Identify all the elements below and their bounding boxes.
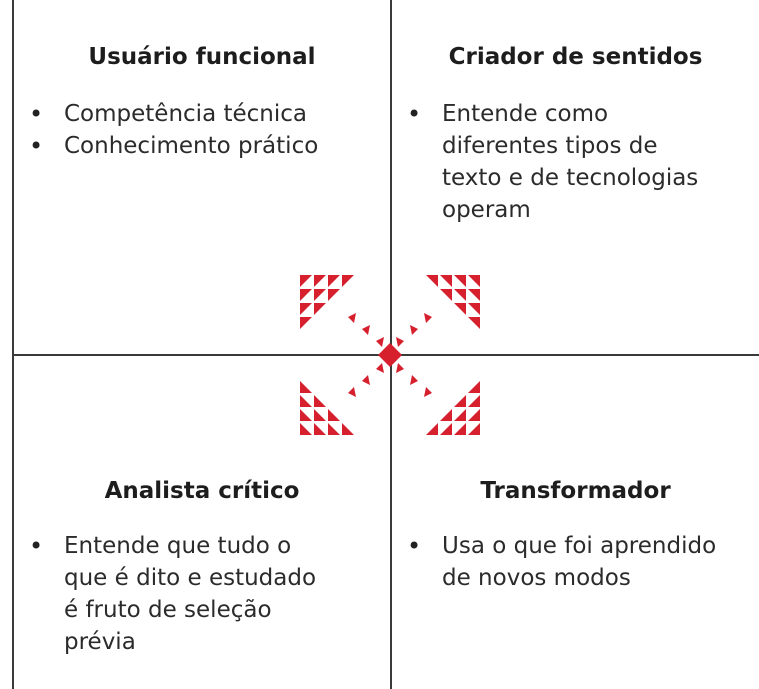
list-item: Entende que tudo o que é dito e estudado… xyxy=(14,530,390,658)
quadrant-list-top-right: Entende como diferentes tipos de texto e… xyxy=(392,98,759,226)
quadrant-list-bottom-right: Usa o que foi aprendido de novos modos xyxy=(392,530,759,594)
list-item: Entende como diferentes tipos de texto e… xyxy=(392,98,759,226)
arrows-outward-icon xyxy=(300,275,480,435)
left-border xyxy=(12,0,14,689)
quadrant-title-bottom-left: Analista crítico xyxy=(104,478,300,504)
quadrant-title-top-right: Criador de sentidos xyxy=(448,44,703,70)
quadrant-title-bottom-right: Transformador xyxy=(480,478,671,504)
list-item: Competência técnica xyxy=(14,98,390,130)
quadrant-list-bottom-left: Entende que tudo o que é dito e estudado… xyxy=(14,530,390,658)
list-item: Conhecimento prático xyxy=(14,130,390,162)
quadrant-title-top-left: Usuário funcional xyxy=(88,44,316,70)
quadrant-list-top-left: Competência técnica Conhecimento prático xyxy=(14,98,390,162)
list-item: Usa o que foi aprendido de novos modos xyxy=(392,530,759,594)
